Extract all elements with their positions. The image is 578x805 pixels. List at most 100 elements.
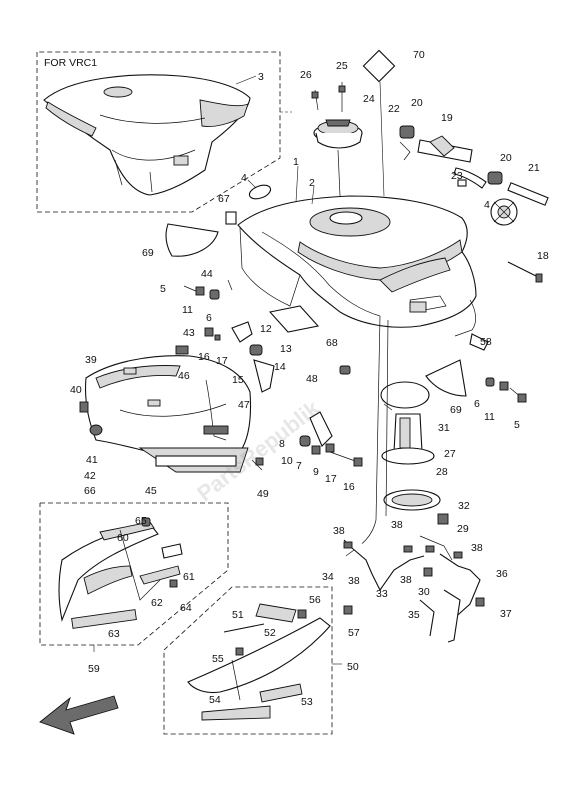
callout-9: 9: [313, 466, 319, 478]
callout-49: 49: [257, 488, 269, 500]
callout-19: 19: [441, 112, 453, 124]
callout-5: 5: [160, 283, 166, 295]
callout-21: 21: [528, 162, 540, 174]
callout-33: 33: [376, 588, 388, 600]
callout-17: 17: [325, 473, 337, 485]
callout-20: 20: [500, 152, 512, 164]
callout-35: 35: [408, 609, 420, 621]
callout-57: 57: [348, 627, 360, 639]
rubber-flap-right: [425, 359, 467, 397]
callout-4: 4: [484, 199, 490, 211]
inset-59: [39, 502, 229, 646]
inset-logo-badge: [173, 155, 189, 166]
inset-tank-cover: [43, 74, 251, 196]
callout-47: 47: [238, 399, 250, 411]
callout-8: 8: [279, 438, 285, 450]
callout-38: 38: [400, 574, 412, 586]
caution-label: [362, 49, 396, 83]
breather-hose: [507, 182, 549, 206]
callout-44: 44: [201, 268, 213, 280]
callout-64: 64: [180, 602, 192, 614]
callout-67: 67: [218, 193, 230, 205]
callout-69: 69: [450, 404, 462, 416]
side-cover-left: [84, 355, 252, 461]
callout-65: 65: [135, 515, 147, 527]
callout-68: 68: [326, 337, 338, 349]
callout-50: 50: [347, 661, 359, 673]
callout-54: 54: [209, 694, 221, 706]
callout-6: 6: [206, 312, 212, 324]
callout-66: 66: [84, 485, 96, 497]
rubber-flap-left: [165, 223, 219, 257]
callout-28: 28: [436, 466, 448, 478]
fuel-tank: [237, 195, 477, 337]
callout-61: 61: [183, 571, 195, 583]
callout-26: 26: [300, 69, 312, 81]
heat-shield: [268, 305, 320, 333]
callout-30: 30: [418, 586, 430, 598]
vrc1-inset: FOR VRC1: [36, 51, 281, 213]
callout-16: 16: [198, 351, 210, 363]
callout-48: 48: [306, 373, 318, 385]
callout-69: 69: [142, 247, 154, 259]
fuel-hoses: [343, 315, 485, 643]
callout-34: 34: [322, 571, 334, 583]
callout-17: 17: [216, 355, 228, 367]
callout-25: 25: [336, 60, 348, 72]
callout-labels: 1234455667891011111213141516161717181920…: [70, 49, 549, 708]
callout-20: 20: [411, 97, 423, 109]
inset-filler: [103, 86, 133, 98]
callout-13: 13: [280, 343, 292, 355]
callout-11: 11: [182, 304, 193, 316]
callout-10: 10: [281, 455, 293, 467]
callout-32: 32: [458, 500, 470, 512]
callout-23: 23: [451, 170, 463, 182]
callout-4: 4: [241, 172, 247, 184]
callout-43: 43: [183, 327, 195, 339]
callout-41: 41: [86, 454, 98, 466]
callout-1: 1: [293, 156, 299, 168]
callout-60: 60: [117, 532, 129, 544]
tank-bolt: [507, 261, 541, 279]
callout-53: 53: [301, 696, 313, 708]
callout-51: 51: [232, 609, 244, 621]
callout-55: 55: [212, 653, 224, 665]
pump-o-ring: [380, 381, 430, 409]
callout-58: 58: [480, 336, 492, 348]
callout-62: 62: [151, 597, 163, 609]
clip: [225, 211, 237, 225]
callout-63: 63: [108, 628, 120, 640]
callout-18: 18: [537, 250, 549, 262]
callout-14: 14: [274, 361, 286, 373]
callout-52: 52: [264, 627, 276, 639]
callout-56: 56: [309, 594, 321, 606]
callout-3: 3: [258, 71, 264, 83]
variant-note: FOR VRC1: [44, 57, 97, 69]
callout-39: 39: [85, 354, 97, 366]
callout-59: 59: [88, 663, 100, 675]
tank-logo-badge: [409, 301, 427, 313]
callout-7: 7: [296, 460, 302, 472]
front-direction-arrow: [39, 695, 119, 735]
pump-bracket: [299, 411, 363, 467]
callout-6: 6: [474, 398, 480, 410]
cap-bolts: [311, 82, 346, 112]
fasteners-right: [469, 333, 527, 403]
callout-70: 70: [413, 49, 425, 61]
callout-12: 12: [260, 323, 272, 335]
callout-11: 11: [484, 411, 495, 423]
callout-45: 45: [145, 485, 157, 497]
fuel-cap: [313, 119, 363, 197]
inset-50: [163, 586, 353, 735]
callout-27: 27: [444, 448, 456, 460]
callout-38: 38: [348, 575, 360, 587]
callout-22: 22: [388, 103, 400, 115]
callout-40: 40: [70, 384, 82, 396]
callout-38: 38: [471, 542, 483, 554]
fuel-pump: [380, 381, 441, 511]
callout-16: 16: [343, 481, 355, 493]
callout-42: 42: [84, 470, 96, 482]
callout-38: 38: [333, 525, 345, 537]
tank-filler-opening: [329, 211, 363, 225]
